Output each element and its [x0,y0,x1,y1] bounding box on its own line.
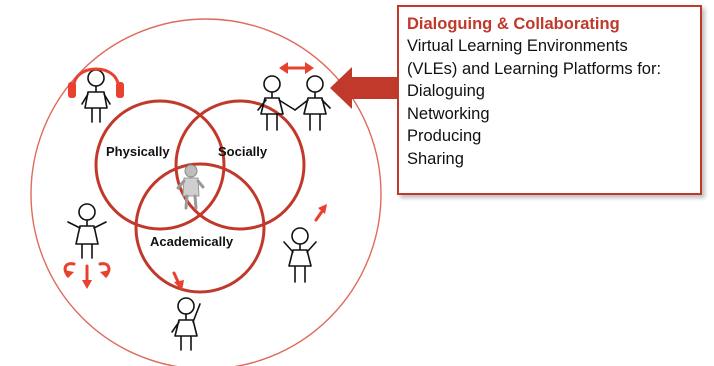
pointer-arrow-icon [330,67,397,109]
down-arrow-icon [82,264,92,289]
venn-label-academically: Academically [150,234,234,249]
info-line: Dialoguing [407,82,485,100]
double-arrow-icon [279,62,314,74]
info-line: Networking [407,104,490,123]
figure-with-curved-arrows [63,203,111,289]
headphones-icon [68,67,124,98]
info-line: Sharing [407,149,464,168]
venn-circle-socially [174,99,306,231]
venn-label-socially: Socially [218,144,268,159]
venn-label-physically: Physically [106,144,170,159]
venn-circle-physically [94,99,226,231]
center-figure [176,164,205,210]
figure-headphones [68,67,124,123]
info-box-title: Dialoguing & Collaborating [407,15,620,33]
figure-arm-raised-bottom [171,271,201,351]
outer-circle [30,18,382,366]
info-line: Virtual Learning Environments [407,37,628,55]
info-box: Dialoguing & Collaborating Virtual Learn… [397,5,702,195]
info-line: Producing [407,127,482,145]
venn-circle-academically [134,162,266,294]
info-line: (VLEs) and Learning Platforms for: [407,59,662,78]
figures-holding-hands [257,62,331,131]
curved-arrows-icon [63,262,111,278]
figure-arm-raised-right [283,204,327,283]
